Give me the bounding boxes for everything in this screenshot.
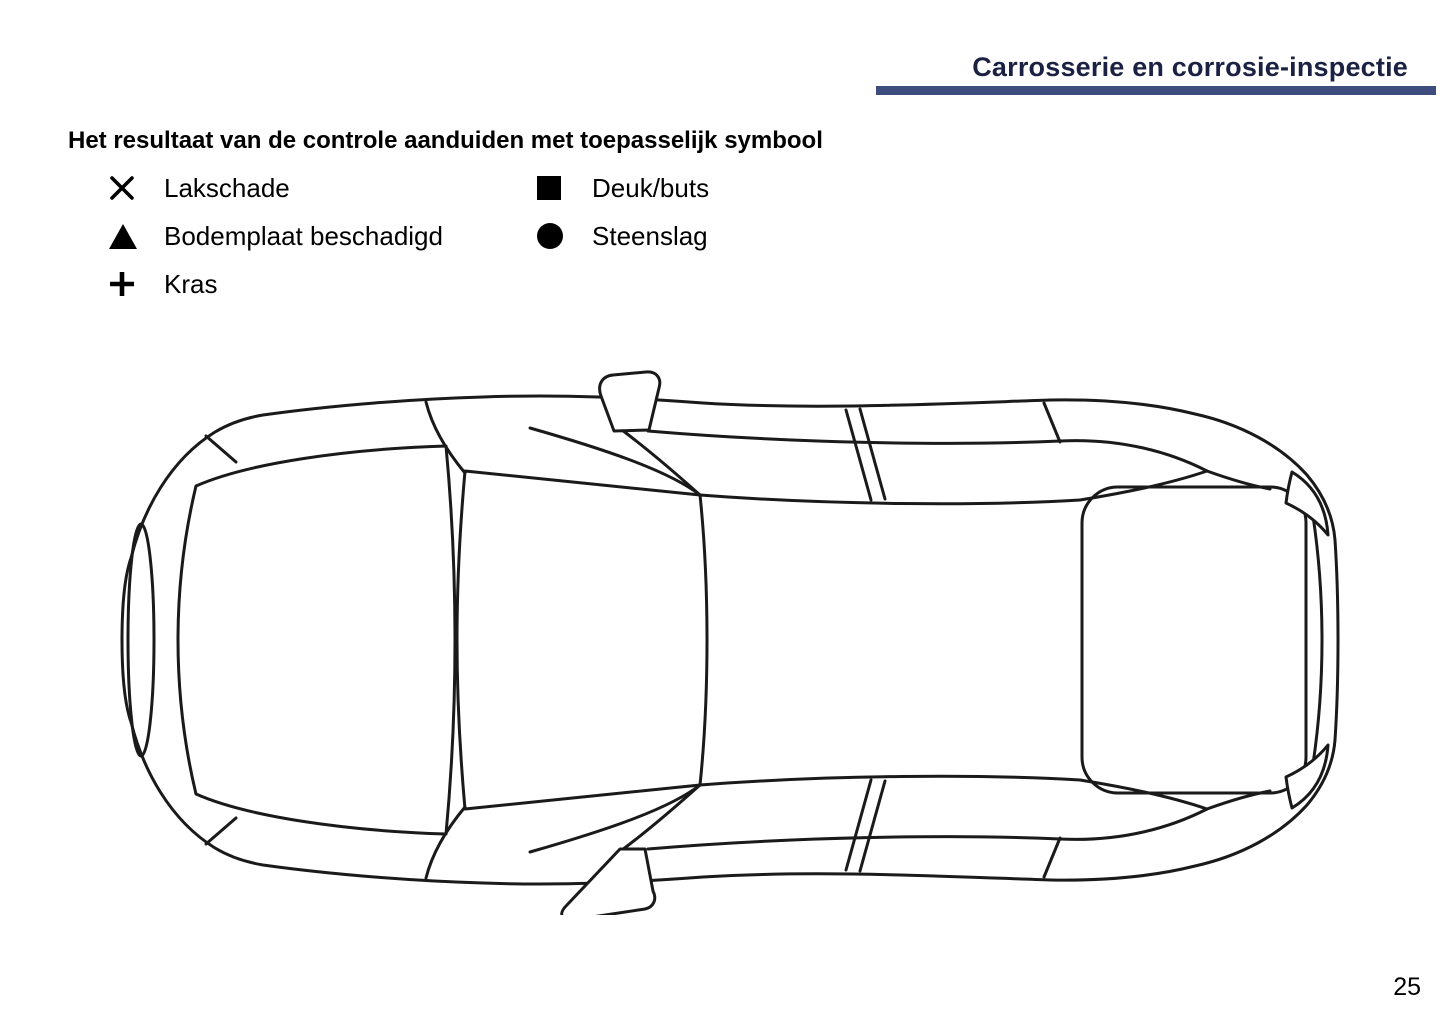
legend-label: Steenslag [592, 220, 708, 251]
car-body-outline [120, 394, 1340, 886]
legend-item-deuk: Deuk/buts [536, 164, 709, 212]
front-end-detail [126, 434, 238, 846]
instruction-heading: Het resultaat van de controle aanduiden … [68, 127, 823, 154]
legend-label: Bodemplaat beschadigd [164, 220, 443, 251]
legend-label: Lakschade [164, 172, 290, 203]
symbol-legend-column-1: Lakschade Bodemplaat beschadigd Kras [108, 164, 443, 308]
symbol-legend-column-2: Deuk/buts Steenslag [536, 164, 709, 260]
legend-item-bodemplaat: Bodemplaat beschadigd [108, 212, 443, 260]
square-icon [536, 175, 574, 201]
side-mirrors [560, 370, 662, 915]
circle-icon [536, 222, 574, 250]
car-top-view-diagram [115, 370, 1345, 915]
legend-item-kras: Kras [108, 260, 443, 308]
car-outline-svg [120, 370, 1340, 915]
page-number: 25 [1393, 973, 1421, 1001]
hood-panel [176, 444, 457, 836]
tail-lights [1284, 470, 1330, 810]
legend-item-steenslag: Steenslag [536, 212, 709, 260]
triangle-icon [108, 223, 146, 250]
legend-item-lakschade: Lakschade [108, 164, 443, 212]
legend-label: Kras [164, 268, 218, 299]
side-windows [528, 401, 1209, 879]
rear-window [1080, 469, 1324, 811]
cross-icon [108, 174, 146, 202]
title-underline-bar [876, 86, 1436, 95]
page-title: Carrosserie en corrosie-inspectie [972, 52, 1408, 82]
plus-icon [108, 270, 146, 298]
legend-label: Deuk/buts [592, 172, 710, 203]
